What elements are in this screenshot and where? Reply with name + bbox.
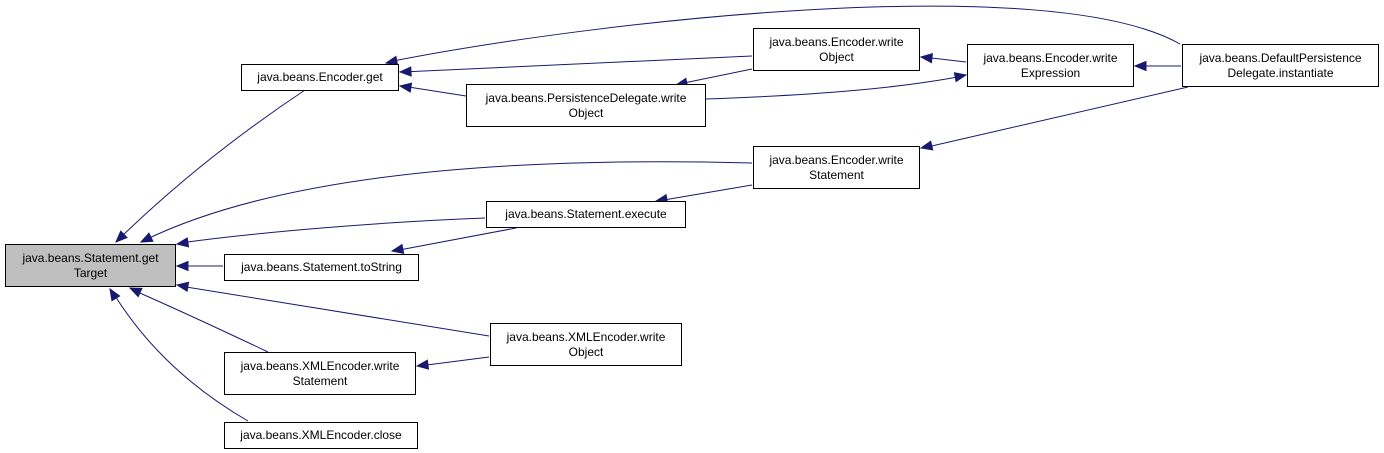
node-statement-execute[interactable]: java.beans.Statement.execute (486, 201, 686, 228)
node-label: java.beans.DefaultPersistence (1199, 50, 1362, 65)
edge-dpd-to-enc_get (387, 5, 1181, 63)
arrowhead-target (175, 237, 190, 248)
node-label: Object (568, 344, 604, 359)
node-encoder-write-object[interactable]: java.beans.Encoder.write Object (753, 28, 920, 71)
node-persistence-delegate-write-object[interactable]: java.beans.PersistenceDelegate.write Obj… (466, 84, 706, 127)
node-label: Target (73, 265, 108, 280)
arrowhead-enc_we (1133, 60, 1147, 72)
edge-xml_wo-to-xml_ws (418, 356, 490, 367)
arrowhead-target (139, 232, 154, 243)
node-label: Statement (292, 373, 348, 388)
edge-xml_wo-to-target (179, 285, 490, 337)
edge-st_exec-to-st_tostr (393, 227, 517, 252)
node-label: Object (568, 105, 604, 120)
arrowhead-st_tostr (390, 243, 405, 255)
edge-enc_wo-to-pd_wo (678, 68, 753, 85)
node-label: java.beans.Statement.toString (241, 260, 402, 274)
arrowhead-enc_get (398, 82, 413, 93)
arrowhead-target (115, 230, 128, 243)
arrowhead-enc_ws (919, 140, 934, 151)
arrowhead-target (109, 287, 121, 302)
arrowhead-enc_we (953, 72, 968, 83)
edge-pd_wo-to-enc_we (705, 75, 964, 100)
node-label: java.beans.Statement.execute (505, 207, 667, 221)
node-encoder-get[interactable]: java.beans.Encoder.get (241, 64, 399, 91)
node-label: Statement (809, 167, 864, 182)
node-xmlencoder-write-statement[interactable]: java.beans.XMLEncoder.write Statement (224, 352, 416, 395)
arrowhead-target (175, 260, 189, 272)
node-label: java.beans.Encoder.write (983, 50, 1118, 65)
edge-enc_wo-to-enc_get (401, 55, 753, 73)
node-encoder-write-expression[interactable]: java.beans.Encoder.write Expression (967, 44, 1134, 87)
node-label: java.beans.PersistenceDelegate.write (485, 90, 687, 105)
edge-xml_ws-to-target (132, 289, 269, 353)
arrowhead-target (175, 281, 190, 293)
edge-enc_ws-to-st_exec (657, 184, 753, 202)
node-label: Delegate.instantiate (1227, 65, 1334, 80)
node-label: java.beans.Encoder.write (769, 152, 904, 167)
node-label: Expression (1020, 65, 1081, 80)
edge-st_exec-to-target (179, 217, 486, 244)
node-default-persistence-delegate-instantiate[interactable]: java.beans.DefaultPersistence Delegate.i… (1182, 44, 1379, 87)
node-statement-tostring[interactable]: java.beans.Statement.toString (224, 254, 419, 281)
node-label: java.beans.XMLEncoder.write (240, 358, 400, 373)
arrowhead-target (128, 287, 143, 298)
node-xmlencoder-close[interactable]: java.beans.XMLEncoder.close (224, 422, 418, 449)
arrowhead-enc_wo (919, 53, 934, 64)
node-label: Object (819, 49, 854, 64)
edge-xml_close-to-target (111, 290, 249, 422)
node-label: java.beans.Encoder.write (769, 34, 904, 49)
node-statement-get-target: java.beans.Statement.get Target (5, 244, 176, 287)
edge-enc_get-to-target (117, 89, 306, 241)
node-label: java.beans.XMLEncoder.close (240, 428, 402, 442)
node-label: java.beans.XMLEncoder.write (506, 329, 666, 344)
edge-pd_wo-to-enc_get (401, 85, 467, 97)
edge-enc_ws-to-target (144, 161, 753, 241)
node-encoder-write-statement[interactable]: java.beans.Encoder.write Statement (753, 146, 920, 189)
node-label: java.beans.Encoder.get (257, 70, 383, 84)
arrowhead-xml_ws (415, 359, 430, 370)
node-xmlencoder-write-object[interactable]: java.beans.XMLEncoder.write Object (490, 323, 682, 366)
arrowhead-enc_get (398, 66, 412, 77)
edge-dpd-to-enc_ws (922, 86, 1189, 149)
node-label: java.beans.Statement.get (22, 250, 159, 265)
